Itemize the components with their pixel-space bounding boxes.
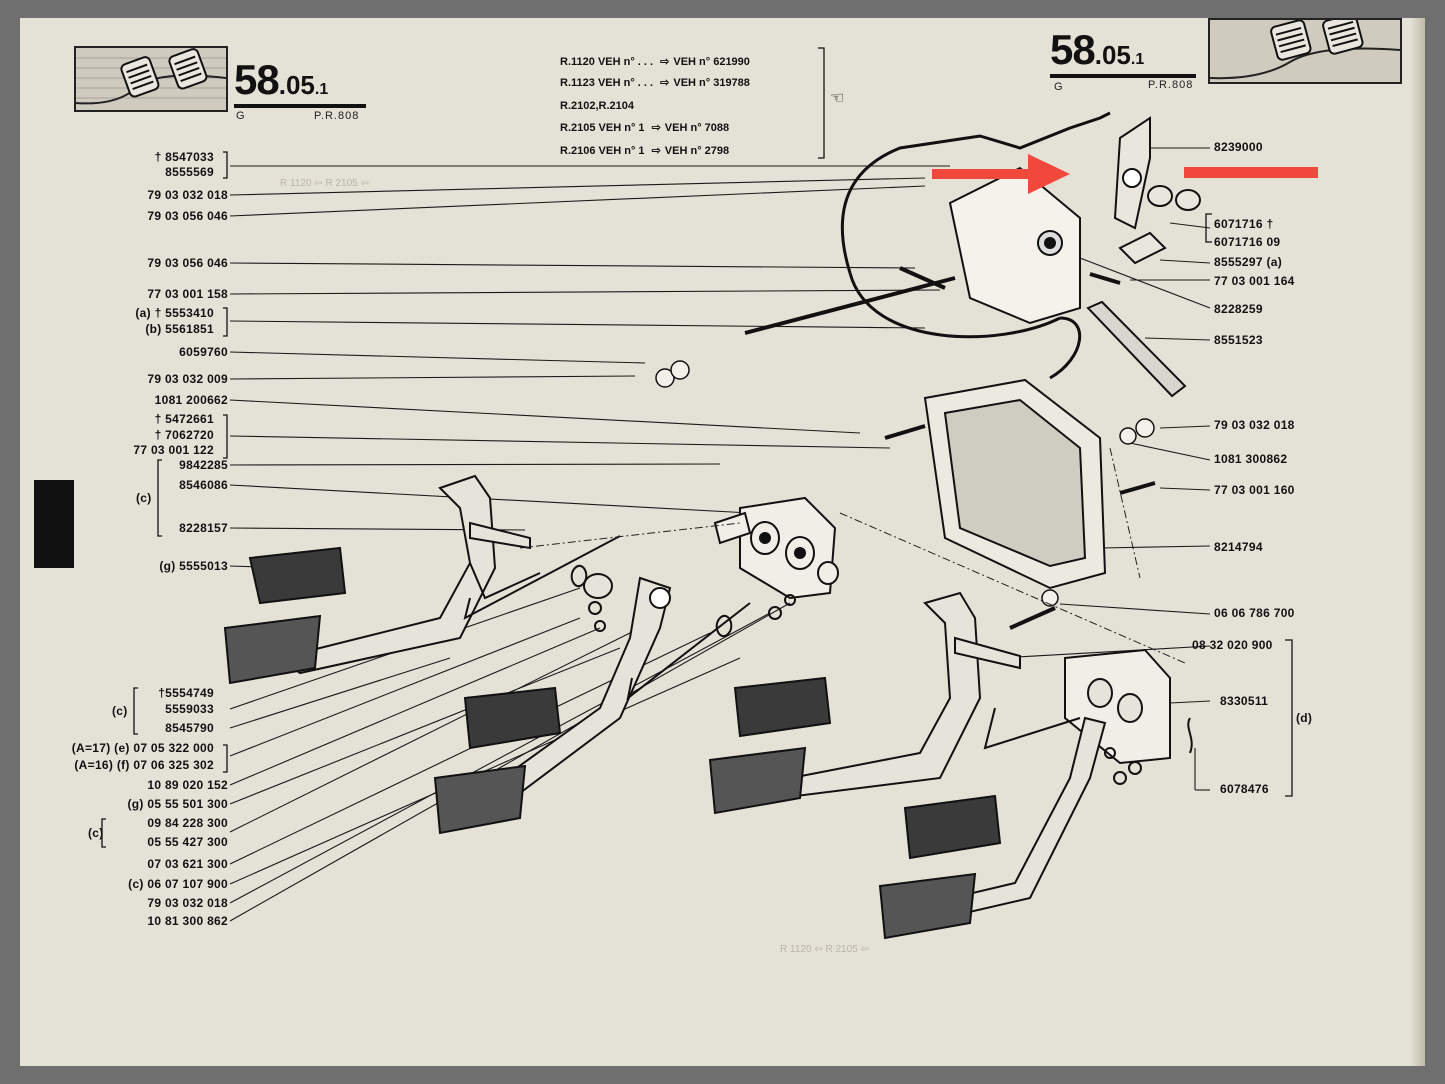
pr-ref-left: P.R.808 xyxy=(314,110,360,122)
pedal-pads-icon xyxy=(76,48,226,110)
part-ref: (A=17) (e) 07 05 322 000 xyxy=(71,741,214,755)
part-ref: 8545790 xyxy=(165,721,214,735)
part-ref: 8546086 xyxy=(179,478,228,492)
part-ref: 8551523 xyxy=(1214,333,1263,347)
part-ref: 6071716 † xyxy=(1214,217,1274,231)
part-ref: 77 03 001 122 xyxy=(133,443,214,457)
red-highlight-bar xyxy=(1184,167,1318,178)
pr-ref-right: P.R.808 xyxy=(1148,79,1194,91)
part-ref: 79 03 056 046 xyxy=(147,209,228,223)
part-ref: 05 55 427 300 xyxy=(147,835,228,849)
pointing-hand-icon: ☜ xyxy=(830,90,845,107)
part-ref: 9842285 xyxy=(179,458,228,472)
part-ref: 08 32 020 900 xyxy=(1192,638,1273,652)
exploded-pedal-diagram xyxy=(101,47,1293,940)
part-ref: 77 03 001 160 xyxy=(1214,483,1295,497)
part-ref: 79 03 032 009 xyxy=(147,372,228,386)
pedal-thumbnail-left xyxy=(74,46,228,112)
page-code-underline xyxy=(1050,74,1196,78)
page-code-left: 58.05.1 xyxy=(234,56,329,103)
part-ref: 8228259 xyxy=(1214,302,1263,316)
part-ref: 8239000 xyxy=(1214,140,1263,154)
part-ref: 10 89 020 152 xyxy=(147,778,228,792)
part-ref: 79 03 032 018 xyxy=(1214,418,1295,432)
part-ref: 1081 200662 xyxy=(154,393,228,407)
variant-label-left: G xyxy=(236,110,245,122)
part-ref: 8214794 xyxy=(1214,540,1263,554)
part-ref: (g) 05 55 501 300 xyxy=(127,797,228,811)
part-ref: 79 03 032 018 xyxy=(147,188,228,202)
book-spine xyxy=(1410,18,1425,1066)
part-ref: 06 06 786 700 xyxy=(1214,606,1295,620)
part-ref: (A=16) (f) 07 06 325 302 xyxy=(74,758,214,772)
pedal-thumbnail-right xyxy=(1208,18,1402,84)
part-ref: 07 03 621 300 xyxy=(147,857,228,871)
part-ref: † 8547033 xyxy=(154,150,214,164)
part-ref: 77 03 001 158 xyxy=(147,287,228,301)
part-ref: 6078476 xyxy=(1220,782,1269,796)
applicability-line: R.2105 VEH n° 1 ⇨VEH n° 7088 xyxy=(560,122,730,134)
part-ref: 79 03 032 018 xyxy=(147,896,228,910)
part-ref: 1081 300862 xyxy=(1214,452,1288,466)
part-ref: 8555297 (a) xyxy=(1214,255,1283,269)
bleed-through-text: R 1120 ⇦ R 2105 ⇦ xyxy=(780,944,869,955)
part-ref: 5559033 xyxy=(165,702,214,716)
applicability-line: R.1123 VEH n° . . . ⇨VEH n° 319788 xyxy=(560,77,750,89)
page-code-right: 58.05.1 xyxy=(1050,26,1145,73)
page-code-underline xyxy=(234,104,366,108)
part-ref: 8228157 xyxy=(179,521,228,535)
part-ref: †5554749 xyxy=(158,686,214,700)
part-ref: 8555569 xyxy=(165,165,214,179)
part-ref: 77 03 001 164 xyxy=(1214,274,1295,288)
bleed-through-text: R 1120 ⇦ R 2105 ⇦ xyxy=(280,178,369,189)
red-arrow-icon xyxy=(932,154,1070,194)
group-label: (c) xyxy=(136,491,152,505)
pedal-pads-icon xyxy=(1210,20,1400,82)
group-label: (d) xyxy=(1296,711,1313,725)
applicability-line: R.1120 VEH n° . . . ⇨VEH n° 621990 xyxy=(560,56,750,68)
part-ref: 6071716 09 xyxy=(1214,235,1281,249)
group-label: (c) xyxy=(112,704,128,718)
catalog-page: 58.05.1 G P.R.808 58.05.1 G P.R.808 R.11… xyxy=(20,18,1425,1066)
part-ref: 09 84 228 300 xyxy=(147,816,228,830)
part-ref: 6059760 xyxy=(179,345,228,359)
variant-label-right: G xyxy=(1054,81,1063,93)
part-ref: † 7062720 xyxy=(154,428,214,442)
part-ref: (g) 5555013 xyxy=(159,559,228,573)
applicability-line: R.2106 VEH n° 1 ⇨VEH n° 2798 xyxy=(560,145,730,157)
part-ref: (c) 06 07 107 900 xyxy=(128,877,228,891)
part-ref: (b) 5561851 xyxy=(145,322,214,336)
part-ref: 10 81 300 862 xyxy=(147,914,228,928)
part-ref: 79 03 056 046 xyxy=(147,256,228,270)
part-ref: 8330511 xyxy=(1220,694,1269,708)
applicability-line: R.2102,R.2104 xyxy=(560,100,634,112)
part-ref: (a) † 5553410 xyxy=(135,306,214,320)
group-label: (c) xyxy=(88,826,104,840)
section-thumb-tab xyxy=(34,480,74,568)
part-ref: † 5472661 xyxy=(154,412,214,426)
